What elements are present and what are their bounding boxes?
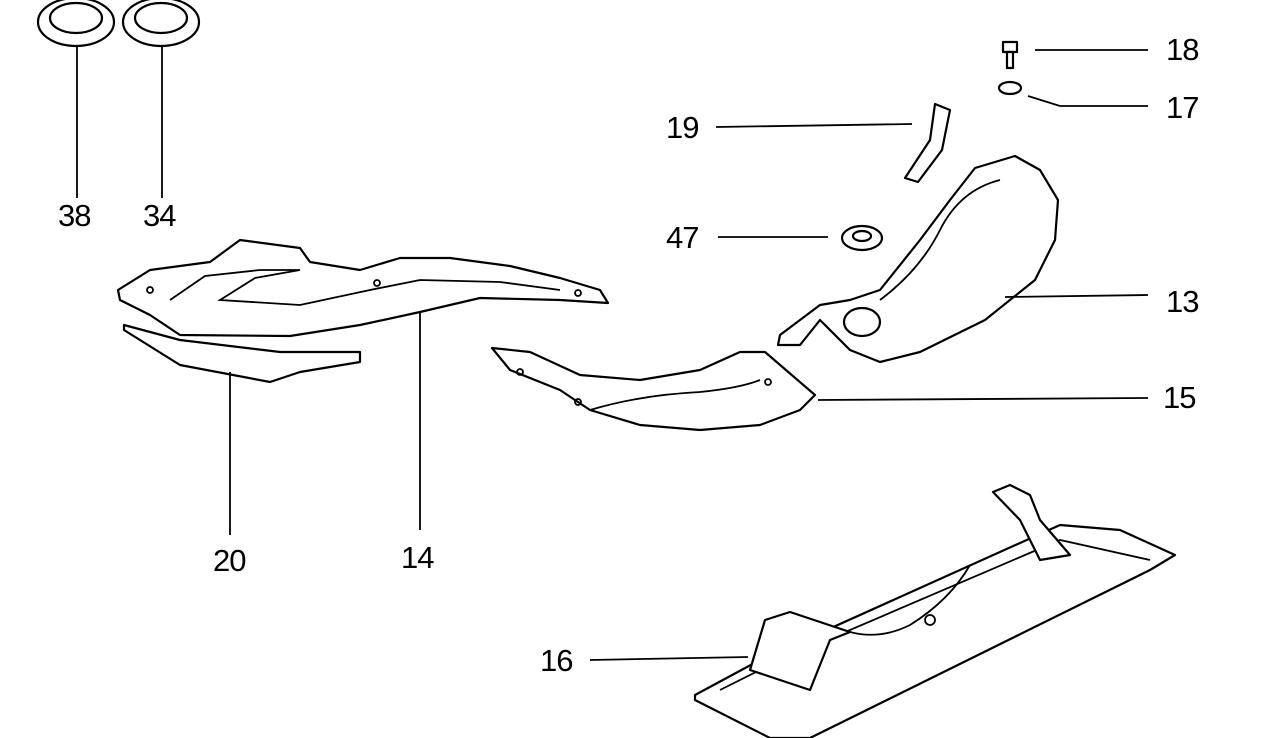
part-13-duct xyxy=(776,154,1060,364)
part-16-cover-plate xyxy=(693,483,1177,738)
leader-lines xyxy=(76,46,1149,661)
part-14-pipe xyxy=(116,238,610,338)
part-47-grommet xyxy=(840,224,884,252)
callout-34: 34 xyxy=(143,198,176,233)
part-18-screw xyxy=(1001,40,1019,70)
part-38-grommet xyxy=(36,0,116,48)
part-19-strip xyxy=(903,102,952,184)
callout-17: 17 xyxy=(1166,90,1199,125)
callout-18: 18 xyxy=(1166,32,1199,67)
callout-15: 15 xyxy=(1163,380,1196,415)
part-15-duct xyxy=(490,346,817,432)
callout-38: 38 xyxy=(58,198,91,233)
callout-14: 14 xyxy=(401,540,434,575)
part-20-seal xyxy=(122,323,362,384)
part-17-washer xyxy=(997,80,1023,96)
callout-19: 19 xyxy=(666,110,699,145)
callout-13: 13 xyxy=(1166,284,1199,319)
callout-20: 20 xyxy=(213,543,246,578)
part-34-grommet xyxy=(121,0,201,48)
callout-16: 16 xyxy=(540,643,573,678)
callout-47: 47 xyxy=(666,220,699,255)
